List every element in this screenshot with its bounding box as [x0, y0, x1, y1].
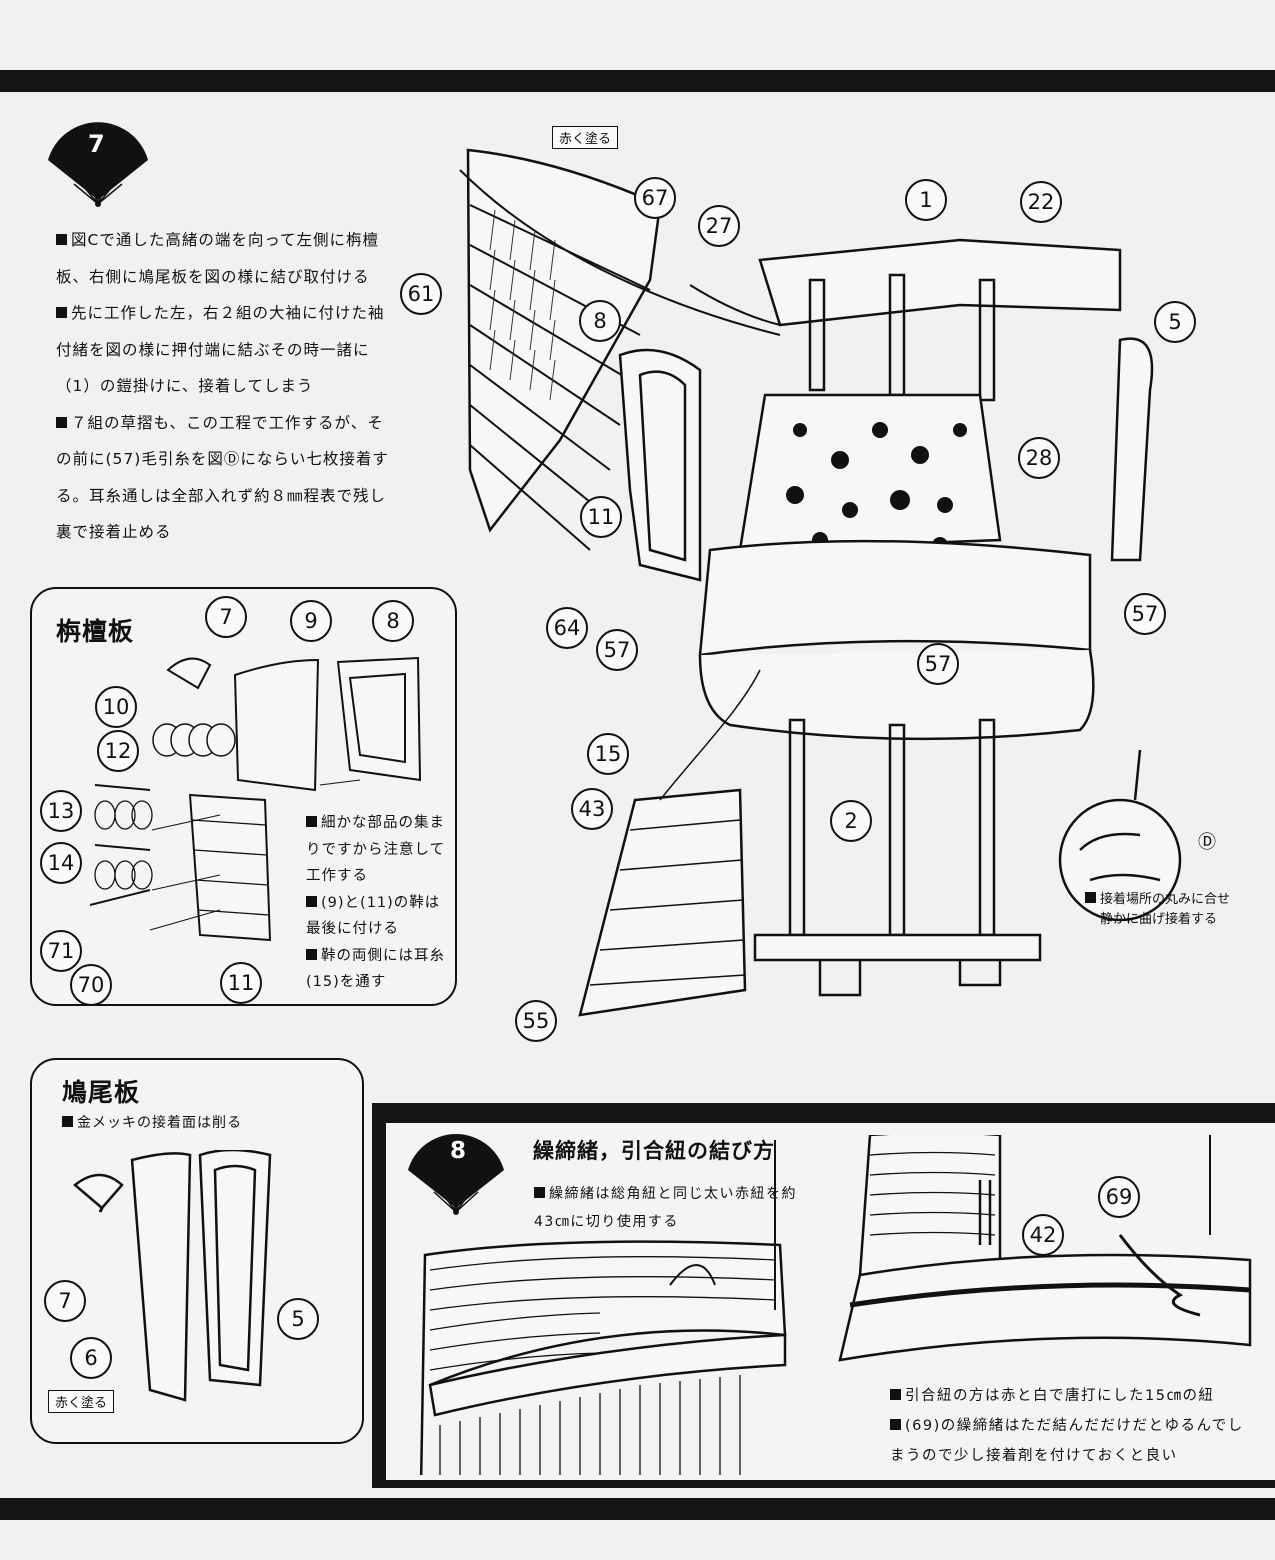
detail-d-label: Ⓓ: [1198, 832, 1216, 853]
callout-67: 67: [634, 177, 676, 219]
kyubi-callout-7: 7: [44, 1280, 86, 1322]
sendan-callout-14: 14: [40, 842, 82, 884]
callout-55: 55: [515, 1000, 557, 1042]
detail-d-note-line2: 静かに曲げ接着する: [1100, 912, 1218, 927]
kyubi-parts-illustration: [73, 1150, 272, 1402]
step7-instructions: 図Cで通した高緒の端を向って左側に栴檀板、右側に鳩尾板を図の様に結び取付ける 先…: [56, 222, 396, 551]
kyubi-callout-5: 5: [277, 1298, 319, 1340]
callout-22: 22: [1020, 181, 1062, 223]
callout-57-right: 57: [1124, 593, 1166, 635]
sendan-callout-7: 7: [205, 596, 247, 638]
kyubi-inset: [30, 1058, 364, 1444]
step8-illustrations: [419, 1135, 1252, 1475]
armor-assembly-illustration: [459, 148, 1182, 1017]
callout-1: 1: [905, 179, 947, 221]
callout-15: 15: [587, 733, 629, 775]
step-fan-icon: [48, 122, 148, 207]
detail-d-note: 接着場所の丸みに合せ 静かに曲げ接着する: [1085, 890, 1230, 930]
step7-number: 7: [88, 130, 105, 158]
callout-57-center: 57: [917, 643, 959, 685]
callout-5: 5: [1154, 301, 1196, 343]
sendan-notes: 細かな部品の集まりですから注意して工作する (9)と(11)の鞐は最後に付ける …: [306, 810, 446, 996]
callout-61: 61: [400, 273, 442, 315]
instruction-2: 先に工作した左，右２組の大袖に付けた袖付緒を図の様に押付端に結ぶその時一諸に（1…: [56, 304, 385, 395]
step8-callout-69: 69: [1098, 1176, 1140, 1218]
step8-title: 繰締緒，引合紐の結び方: [533, 1139, 775, 1163]
step8-callout-42: 42: [1022, 1214, 1064, 1256]
sendan-callout-11: 11: [220, 962, 262, 1004]
sendan-callout-9: 9: [290, 600, 332, 642]
sendan-callout-13: 13: [40, 790, 82, 832]
kyubi-callout-6: 6: [70, 1337, 112, 1379]
step8-bottom-note-1: 引合紐の方は赤と白で唐打にした15㎝の紐: [890, 1381, 1250, 1411]
callout-8: 8: [579, 300, 621, 342]
sendan-parts-illustration: [89, 656, 422, 942]
top-band: [0, 70, 1275, 92]
callout-27: 27: [698, 205, 740, 247]
sendan-callout-10: 10: [95, 686, 137, 728]
step8-fan-icon: [408, 1134, 504, 1215]
sendan-callout-12: 12: [97, 730, 139, 772]
sendan-callout-71: 71: [40, 930, 82, 972]
callout-64: 64: [546, 607, 588, 649]
kyubi-inset-note: 金メッキの接着面は削る: [62, 1110, 242, 1137]
callout-2: 2: [830, 800, 872, 842]
callout-57-left: 57: [596, 629, 638, 671]
callout-11: 11: [580, 496, 622, 538]
sendan-inset-title: 栴檀板: [56, 617, 135, 646]
kyubi-inset-title: 鳩尾板: [62, 1078, 141, 1107]
callout-43: 43: [571, 788, 613, 830]
sendan-callout-8: 8: [372, 600, 414, 642]
instruction-3: ７組の草摺も、この工程で工作するが、その前に(57)毛引糸を図Ⓓにならい七枚接着…: [56, 413, 389, 541]
sendan-note-1: 細かな部品の集まりですから注意して工作する: [306, 815, 446, 884]
callout-28: 28: [1018, 437, 1060, 479]
step8-number: 8: [450, 1138, 467, 1164]
step8-note: 繰締緒は総角紐と同じ太い赤紐を約43㎝に切り使用する: [534, 1186, 797, 1230]
bottom-band: [0, 1498, 1275, 1520]
sendan-note-3: 鞐の両側には耳糸(15)を通す: [306, 947, 445, 990]
detail-d-note-line1: 接着場所の丸みに合せ: [1100, 892, 1231, 907]
sendan-callout-70: 70: [70, 964, 112, 1006]
sendan-note-2: (9)と(11)の鞐は最後に付ける: [306, 894, 441, 937]
paint-red-label-kyubi: 赤く塗る: [48, 1390, 115, 1413]
paint-red-label-top: 赤く塗る: [552, 126, 619, 149]
step8-bottom-note-2: (69)の繰締緒はただ結んだだけだとゆるんでしまうので少し接着剤を付けておくと良…: [890, 1418, 1244, 1464]
step8-bottom-notes: 引合紐の方は赤と白で唐打にした15㎝の紐 (69)の繰締緒はただ結んだだけだとゆ…: [890, 1381, 1250, 1471]
instruction-1: 図Cで通した高緒の端を向って左側に栴檀板、右側に鳩尾板を図の様に結び取付ける: [56, 231, 380, 286]
